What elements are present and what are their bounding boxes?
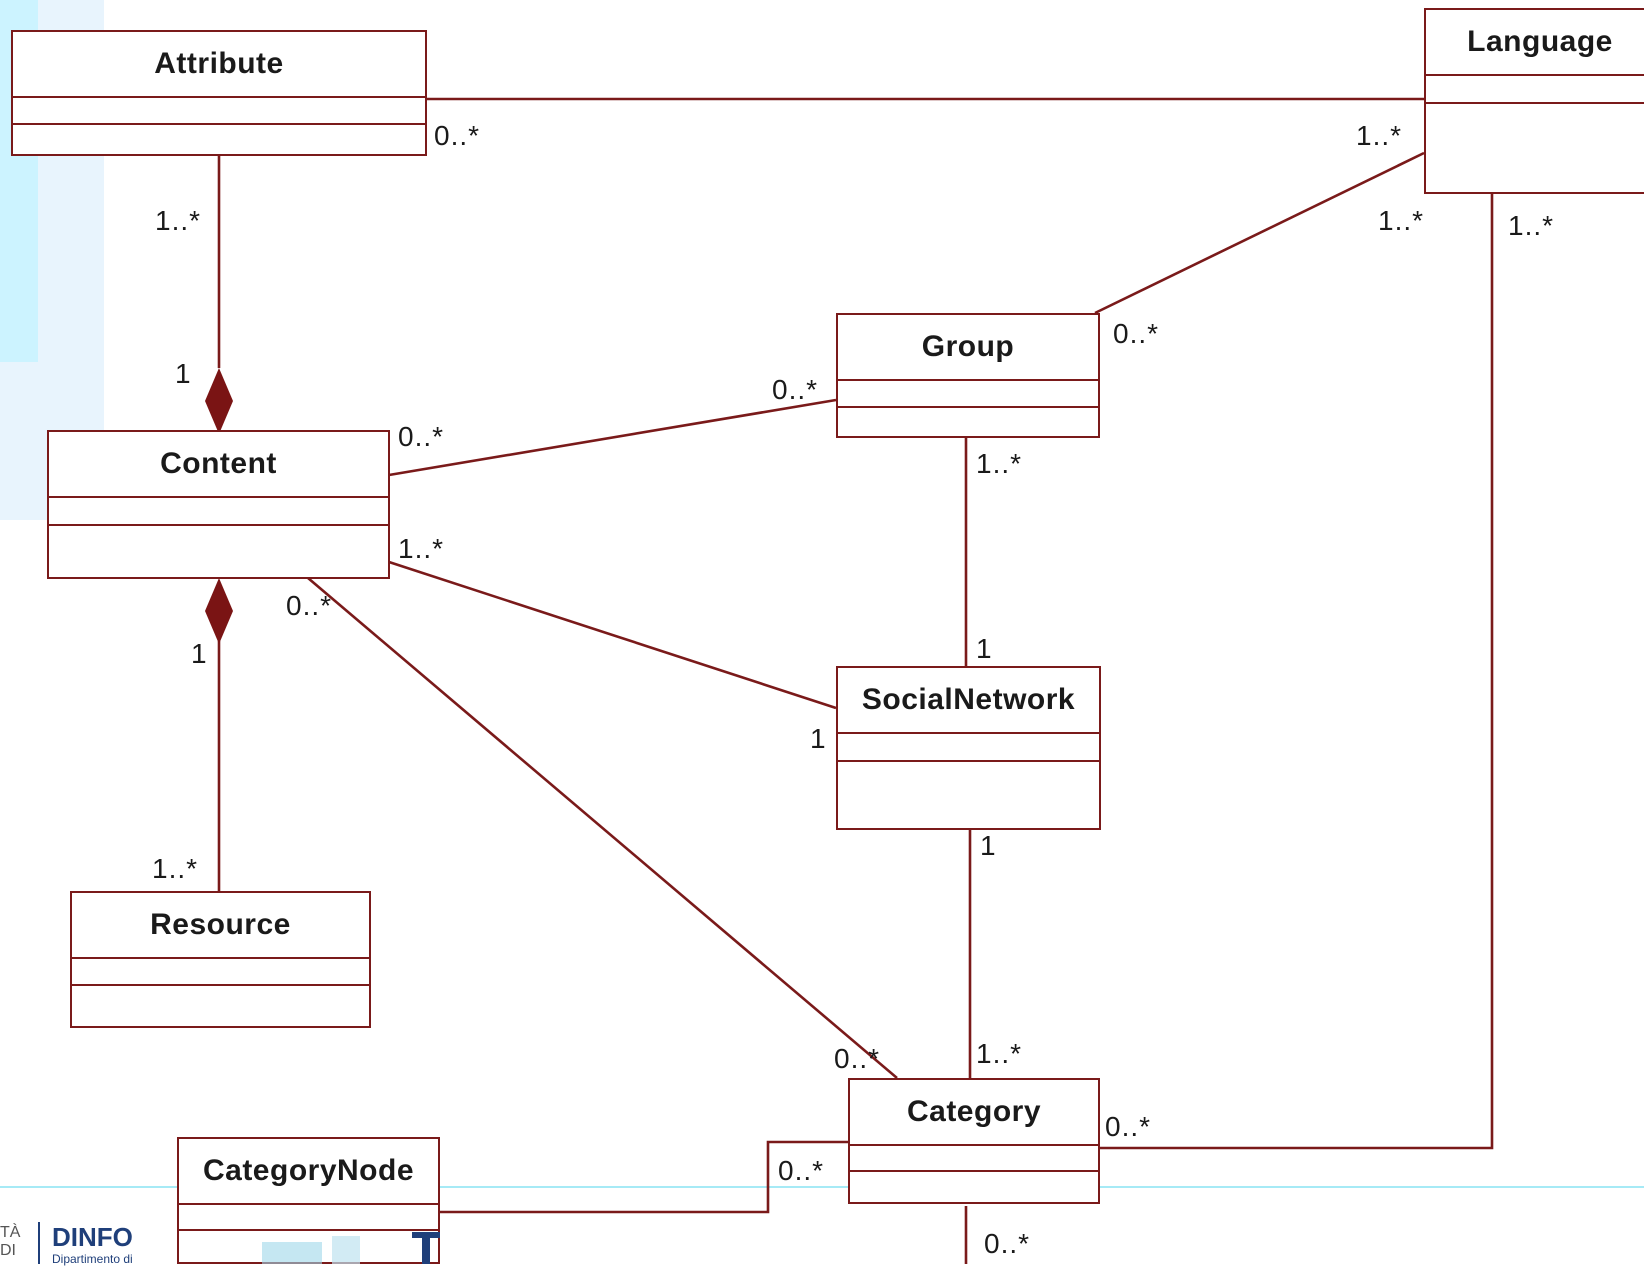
mult-content-socialnetwork-sn: 1 [810,723,827,754]
class-socialnetwork-attributes [838,734,1099,762]
assoc-categorynode-category [439,1140,848,1214]
mult-content-socialnetwork-content: 1..* [398,533,445,564]
mult-category-bottom: 0..* [984,1228,1031,1259]
mult-language-group-group: 0..* [1113,318,1160,349]
class-resource-name: Resource [72,893,369,959]
class-content-attributes [49,498,388,526]
mult-language-category-lang: 1..* [1508,210,1555,241]
mult-socialnetwork-category-sn: 1 [980,830,997,861]
mult-categorynode-category-cat: 0..* [778,1155,825,1186]
composition-diamond-content-resource [205,578,233,644]
class-resource-operations [72,986,369,1025]
class-attribute[interactable]: Attribute [11,30,427,156]
mult-attribute-content-attr: 1..* [155,205,202,236]
mult-attribute-language-attr: 0..* [434,120,481,151]
class-language[interactable]: Language [1424,8,1644,194]
class-group[interactable]: Group [836,313,1100,438]
class-group-name: Group [838,315,1098,381]
mult-content-category-cat: 0..* [834,1043,881,1074]
class-categorynode-name: CategoryNode [179,1139,438,1205]
class-category[interactable]: Category [848,1078,1100,1204]
class-language-attributes [1426,76,1644,104]
class-category-operations [850,1172,1098,1201]
mult-attribute-content-content: 1 [175,358,192,389]
mult-language-group-lang: 1..* [1378,205,1425,236]
composition-diamond-attribute-content [205,368,233,434]
class-content[interactable]: Content [47,430,390,579]
mult-content-resource-content: 1 [191,638,208,669]
assoc-language-category [1098,194,1494,1150]
class-category-attributes [850,1146,1098,1172]
dinfo-logo-text: DINFO [52,1222,133,1252]
class-categorynode-attributes [179,1205,438,1231]
class-resource-attributes [72,959,369,986]
class-category-name: Category [850,1080,1098,1146]
class-group-operations [838,408,1098,435]
class-language-name: Language [1426,10,1644,76]
assoc-content-group [388,398,837,477]
class-language-operations [1426,104,1644,190]
class-resource[interactable]: Resource [70,891,371,1028]
footer-divider-line [0,1186,1644,1188]
mult-content-group-content: 0..* [398,421,445,452]
footer-logo-separator [38,1222,40,1264]
dinfo-logo-subtitle: Dipartimento di [52,1252,133,1266]
class-attribute-attributes [13,98,425,125]
assoc-language-group [1094,151,1425,315]
class-content-operations [49,526,388,576]
mult-content-resource-resource: 1..* [152,853,199,884]
mult-content-group-group: 0..* [772,374,819,405]
mult-language-category-cat: 0..* [1105,1111,1152,1142]
assoc-content-category [307,577,898,1079]
university-logo-fragment: TÀ DI [0,1224,21,1259]
class-group-attributes [838,381,1098,408]
mult-content-category-content: 0..* [286,590,333,621]
class-content-name: Content [49,432,388,498]
mult-group-socialnetwork-sn: 1 [976,633,993,664]
mult-socialnetwork-category-cat: 1..* [976,1038,1023,1069]
class-socialnetwork[interactable]: SocialNetwork [836,666,1101,830]
mult-group-socialnetwork-group: 1..* [976,448,1023,479]
mult-attribute-language-lang: 1..* [1356,120,1403,151]
class-attribute-name: Attribute [13,32,425,98]
class-socialnetwork-name: SocialNetwork [838,668,1099,734]
class-socialnetwork-operations [838,762,1099,827]
assoc-content-socialnetwork [388,560,837,710]
partner-logo-graphic [262,1232,440,1264]
class-attribute-operations [13,125,425,153]
